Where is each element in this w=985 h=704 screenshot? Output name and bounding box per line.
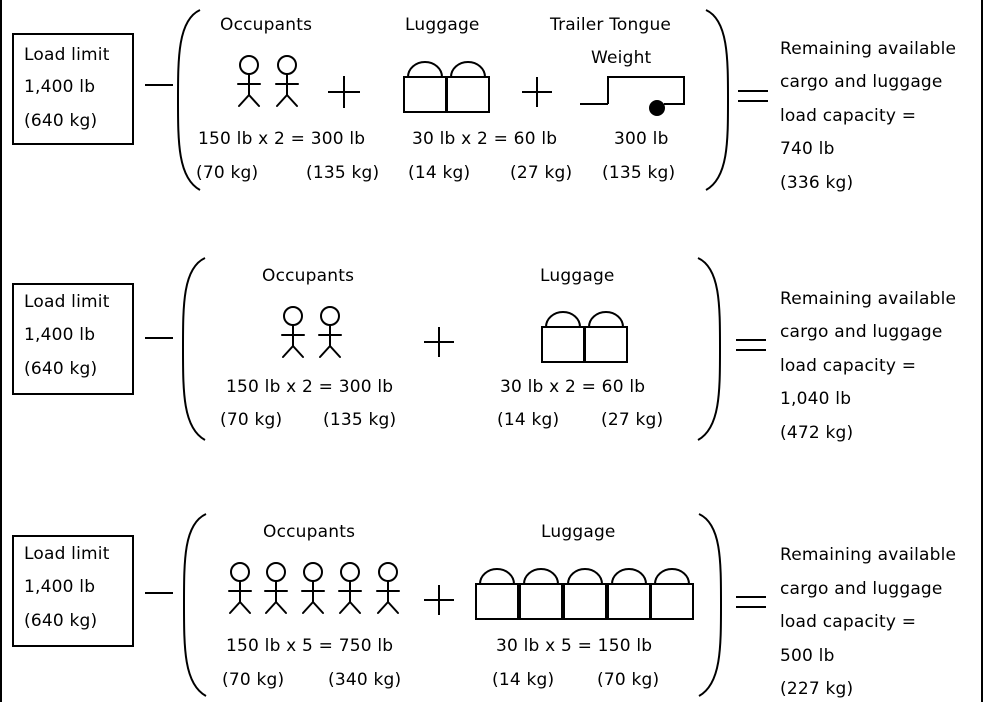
occupants-kg-total: (340 kg) <box>328 670 402 690</box>
person-icon <box>228 562 252 614</box>
luggage-label: Luggage <box>405 15 480 35</box>
load-limit-title: Load limit <box>24 292 110 312</box>
plus-sign <box>522 77 552 107</box>
occupants-label: Occupants <box>263 522 356 542</box>
luggage-icon <box>519 568 563 620</box>
trailer-icon <box>580 76 685 116</box>
load-limit-lb: 1,400 lb <box>24 77 96 97</box>
result-line-2: cargo and luggage <box>780 322 943 342</box>
person-icon <box>275 55 299 107</box>
equals-sign <box>736 596 766 608</box>
equals-sign <box>738 90 768 102</box>
result-line-5: (336 kg) <box>780 173 854 193</box>
right-bracket <box>697 257 721 441</box>
occupants-calc: 150 lb x 5 = 750 lb <box>226 636 394 656</box>
luggage-icon <box>446 61 490 113</box>
luggage-calc: 30 lb x 5 = 150 lb <box>496 636 653 656</box>
load-limit-lb: 1,400 lb <box>24 325 96 345</box>
plus-sign <box>328 76 360 108</box>
left-bracket <box>176 9 201 191</box>
left-bracket <box>183 513 207 697</box>
occupants-calc: 150 lb x 2 = 300 lb <box>226 377 394 397</box>
person-icon <box>301 562 325 614</box>
luggage-icon <box>563 568 607 620</box>
result-line-3: load capacity = <box>780 106 917 126</box>
luggage-calc: 30 lb x 2 = 60 lb <box>412 129 558 149</box>
occupants-label: Occupants <box>220 15 313 35</box>
person-icon <box>237 55 261 107</box>
trailer-lb: 300 lb <box>614 129 669 149</box>
occupants-kg-total: (135 kg) <box>323 410 397 430</box>
right-bracket <box>705 9 729 191</box>
luggage-label: Luggage <box>540 266 615 286</box>
result-line-5: (227 kg) <box>780 679 854 699</box>
person-icon <box>338 562 362 614</box>
luggage-icon <box>650 568 694 620</box>
load-limit-kg: (640 kg) <box>24 611 98 631</box>
equals-sign <box>736 339 766 351</box>
luggage-icon <box>403 61 447 113</box>
person-icon <box>281 306 305 358</box>
load-limit-title: Load limit <box>24 544 110 564</box>
result-line-1: Remaining available <box>780 545 957 565</box>
load-limit-kg: (640 kg) <box>24 359 98 379</box>
luggage-icon <box>541 311 585 363</box>
luggage-kg-each: (14 kg) <box>497 410 560 430</box>
plus-sign <box>424 585 454 615</box>
occupants-kg-each: (70 kg) <box>196 163 259 183</box>
result-line-3: load capacity = <box>780 612 917 632</box>
result-line-3: load capacity = <box>780 356 917 376</box>
result-line-5: (472 kg) <box>780 423 854 443</box>
trailer-label-line2: Weight <box>591 48 652 68</box>
load-limit-box <box>12 33 134 145</box>
result-line-4: 740 lb <box>780 139 835 159</box>
person-icon <box>376 562 400 614</box>
result-line-4: 500 lb <box>780 646 835 666</box>
luggage-kg-total: (27 kg) <box>601 410 664 430</box>
load-limit-title: Load limit <box>24 45 110 65</box>
luggage-label: Luggage <box>541 522 616 542</box>
luggage-kg-total: (27 kg) <box>510 163 573 183</box>
occupants-label: Occupants <box>262 266 355 286</box>
person-icon <box>264 562 288 614</box>
plus-sign <box>424 327 454 357</box>
luggage-calc: 30 lb x 2 = 60 lb <box>500 377 646 397</box>
luggage-icon <box>584 311 628 363</box>
result-line-4: 1,040 lb <box>780 389 852 409</box>
luggage-kg-each: (14 kg) <box>492 670 555 690</box>
occupants-calc: 150 lb x 2 = 300 lb <box>198 129 366 149</box>
occupants-kg-each: (70 kg) <box>220 410 283 430</box>
luggage-kg-total: (70 kg) <box>597 670 660 690</box>
load-limit-kg: (640 kg) <box>24 111 98 131</box>
occupants-kg-each: (70 kg) <box>222 670 285 690</box>
left-bracket <box>182 257 206 441</box>
trailer-label-line1: Trailer Tongue <box>550 15 672 35</box>
luggage-icon <box>607 568 651 620</box>
load-limit-box <box>12 283 134 395</box>
occupants-kg-total: (135 kg) <box>306 163 380 183</box>
luggage-kg-each: (14 kg) <box>408 163 471 183</box>
person-icon <box>318 306 342 358</box>
load-limit-box <box>12 535 134 647</box>
right-bracket <box>698 513 722 697</box>
luggage-icon <box>475 568 519 620</box>
result-line-2: cargo and luggage <box>780 579 943 599</box>
result-line-2: cargo and luggage <box>780 72 943 92</box>
result-line-1: Remaining available <box>780 39 957 59</box>
load-limit-lb: 1,400 lb <box>24 577 96 597</box>
trailer-kg: (135 kg) <box>602 163 676 183</box>
result-line-1: Remaining available <box>780 289 957 309</box>
